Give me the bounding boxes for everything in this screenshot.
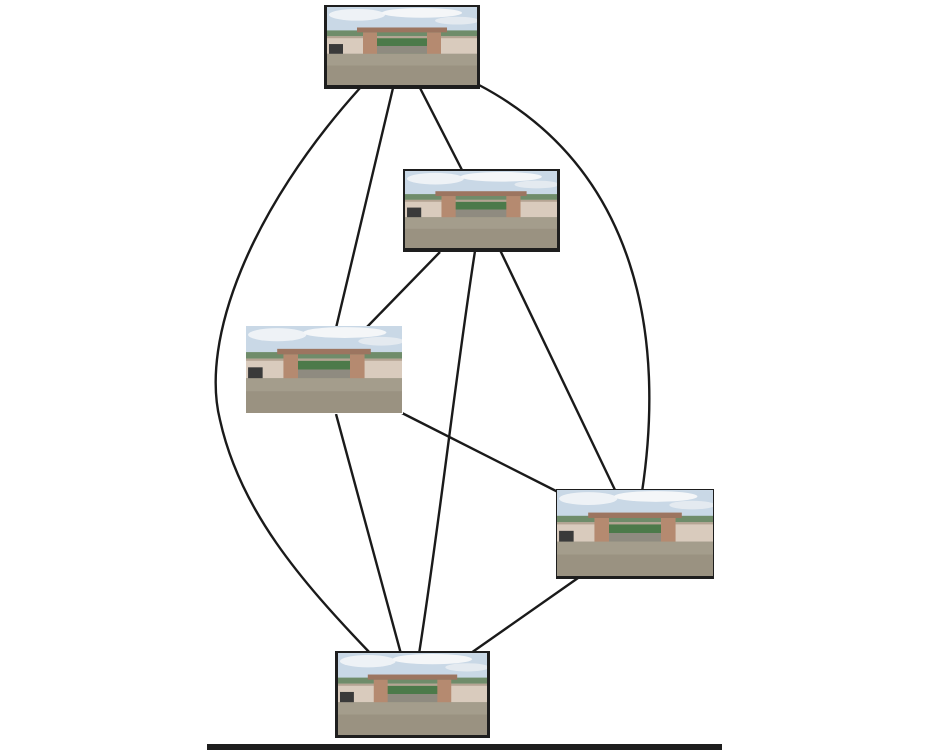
- edge-n2-n3: [367, 252, 440, 327]
- gate-photo-icon: [405, 171, 559, 248]
- baseline-divider: [207, 744, 722, 750]
- edge-n4-n5: [471, 578, 578, 653]
- node-photo-top[interactable]: [324, 5, 480, 89]
- gate-photo-icon: [338, 653, 489, 735]
- gate-photo-icon: [327, 7, 479, 85]
- node-photo-middle-right[interactable]: [556, 489, 715, 579]
- node-photo-upper-middle[interactable]: [403, 169, 560, 252]
- edge-n1-n4: [479, 85, 649, 492]
- node-photo-middle-left[interactable]: [246, 326, 404, 414]
- gate-photo-icon: [246, 326, 404, 413]
- node-photo-bottom[interactable]: [335, 651, 490, 738]
- edge-n1-n3: [336, 88, 393, 328]
- edge-n3-n4: [400, 412, 558, 492]
- gate-photo-icon: [557, 490, 715, 576]
- edge-n2-n4: [500, 250, 615, 490]
- edge-n3-n5: [336, 414, 401, 654]
- edge-n1-n2: [420, 88, 462, 170]
- edge-n2-n5: [419, 251, 475, 654]
